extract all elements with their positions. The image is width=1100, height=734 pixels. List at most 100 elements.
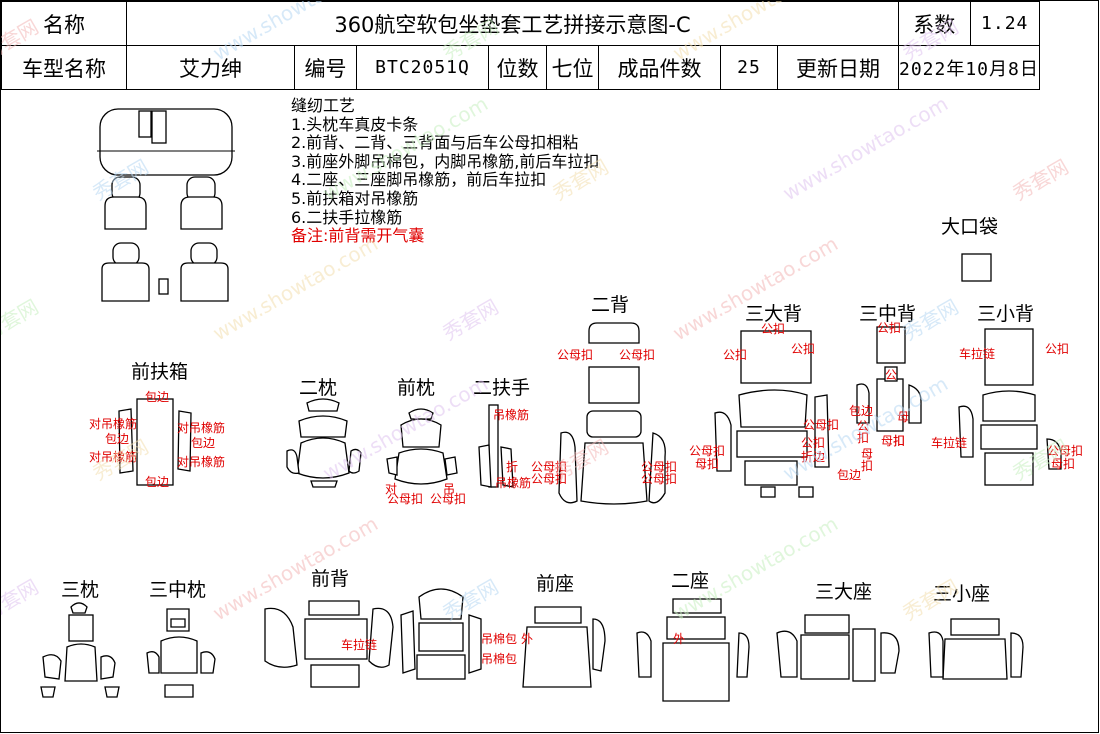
coefficient-label: 系数 (898, 1, 971, 46)
third-big-seat-pattern (776, 614, 900, 682)
ann-diao-xiang-jin: 吊橡筋 (493, 407, 529, 422)
ann-kou: 扣 (861, 459, 873, 473)
ann-kou: 扣 (857, 431, 869, 445)
front-armbox-pattern: 包边 对吊橡筋 包边 对吊橡筋 对吊橡筋 包边 对吊橡筋 包边 (89, 390, 225, 489)
label-big-pocket: 大口袋 (941, 216, 999, 238)
ann-bao-bian: 包边 (105, 432, 129, 446)
ann-kou: 扣 (893, 434, 905, 448)
note-item: 1.头枕车真皮卡条 (291, 114, 419, 134)
ann-che-la-lian: 车拉链 (931, 435, 967, 450)
third-small-seat-pattern (928, 618, 1024, 680)
note-item: 4.二座、三座脚吊橡筋，前后车拉扣 (291, 170, 547, 190)
ann-wai: 外 (673, 632, 685, 646)
ann-mu-kou: 母扣 (1051, 457, 1075, 471)
ann-dui: 对 (385, 482, 397, 496)
ann-che-la-lian: 车拉链 (341, 637, 377, 652)
ann-bao-bian: 包边 (191, 436, 215, 450)
ann-mu-kou: 母扣 (881, 434, 905, 448)
ann-gong-mu-kou: 公母扣 (641, 460, 677, 474)
ann-gong-mu-kou: 公母扣 (1047, 444, 1083, 458)
ann-wai: 外 (521, 632, 533, 646)
third-small-back-pattern: 车拉链 公扣 车拉链 公母扣 母扣 (931, 328, 1083, 486)
pieces-label: 成品件数 (598, 45, 721, 90)
second-seat-pattern: 外 (636, 598, 750, 702)
notes-title: 缝纫工艺 (291, 96, 356, 115)
ann-gong-mu-kou: 公母扣 (689, 444, 725, 458)
second-back-pattern: 公母扣 公母扣 公母扣 公母扣 公母扣 公母扣 (531, 322, 677, 505)
ann-diao: 吊 (443, 482, 455, 496)
ann-gong-mu-kou: 公母扣 (387, 492, 423, 506)
ann-mu: 母 (861, 447, 873, 461)
note-item: 3.前座外脚吊棉包，内脚吊橡筋,前后车拉扣 (291, 151, 600, 171)
ann-gong-mu-kou: 公母扣 (641, 472, 677, 486)
ann-gong: 公 (857, 419, 869, 433)
front-seat-pattern: 吊棉包 外 吊棉包 (400, 588, 606, 688)
car-model-label: 车型名称 (1, 45, 127, 90)
drawing-title: 360航空软包坐垫套工艺拼接示意图-C (126, 1, 899, 46)
ann-dui-diao: 对吊橡筋 (177, 454, 225, 469)
big-pocket-piece (961, 253, 992, 282)
ann-gong-mu-kou: 公母扣 (619, 348, 655, 362)
ann-bao-bian: 包边 (145, 390, 169, 404)
code-label: 编号 (294, 45, 357, 90)
seat-layout-thumbnail (97, 108, 235, 302)
ann-gong-mu-kou: 公母扣 (557, 348, 593, 362)
note-item: 5.前扶箱对吊橡筋 (291, 188, 419, 208)
ann-gong-mu-kou: 公母扣 (531, 460, 567, 474)
ann-dui-diao: 对吊橡筋 (177, 420, 225, 435)
ann-bao-bian: 包边 (145, 475, 169, 489)
third-headrest-pattern (40, 602, 120, 698)
seats-value: 七位 (546, 45, 599, 90)
ann-bao-bian: 包边 (837, 468, 861, 482)
label-second-seat: 二座 (671, 570, 710, 592)
third-mid-headrest-pattern (146, 608, 216, 698)
label-third-big-seat: 三大座 (815, 581, 873, 603)
ann-gong-mu-kou: 公母扣 (531, 472, 567, 486)
second-armrest-pattern: 吊橡筋 折 吊橡筋 (478, 404, 531, 490)
label-third-big-back: 三大背 (745, 303, 803, 325)
pieces-value: 25 (720, 45, 778, 90)
ann-gong-mu-kou: 公母扣 (430, 492, 466, 506)
third-mid-back-pattern: 公扣 包边 公 扣 母扣 母 扣 公 母 扣 (849, 321, 922, 473)
ann-gong-kou: 公扣 (761, 322, 785, 336)
note-item: 6.二扶手拉橡筋 (291, 207, 403, 227)
ann-zhe-bian: 折边 (801, 449, 825, 464)
front-headrest-pattern: 对 吊 公母扣 公母扣 (385, 408, 466, 506)
label-third-mid-headrest: 三中枕 (149, 579, 207, 601)
label-third-headrest: 三枕 (61, 579, 100, 601)
label-third-small-seat: 三小座 (933, 583, 991, 605)
ann-gong-kou: 公扣 (1045, 342, 1069, 356)
ann-mu-kou: 母扣 (695, 457, 719, 471)
title-block: 名称 360航空软包坐垫套工艺拼接示意图-C 系数 1.24 车型名称 艾力绅 … (1, 1, 1040, 90)
sewing-notes: 缝纫工艺 1.头枕车真皮卡条 2.前背、二背、三背面与后车公母扣相粘 3.前座外… (291, 96, 600, 246)
update-date-value: 2022年10月8日 (898, 45, 1040, 90)
note-item: 2.前背、二背、三背面与后车公母扣相粘 (291, 133, 579, 153)
ann-dui-diao: 对吊橡筋 (89, 416, 137, 431)
ann-che-la-lian: 车拉链 (959, 346, 995, 361)
label-second-armrest: 二扶手 (473, 377, 531, 399)
ann-gong: 公 (885, 368, 897, 382)
label-front-seat: 前座 (536, 573, 575, 595)
label-front-back: 前背 (311, 568, 350, 590)
label-second-back: 二背 (591, 294, 630, 316)
ann-dui-diao: 对吊橡筋 (89, 449, 137, 464)
ann-diao-mian-bao: 吊棉包 (481, 632, 517, 646)
front-back-pattern: 车拉链 外 (264, 600, 413, 688)
ann-gong-kou: 公扣 (791, 342, 815, 356)
ann-gong-mu-kou: 公母扣 (803, 418, 839, 432)
label-second-headrest: 二枕 (299, 377, 338, 399)
ann-bao-bian: 包边 (849, 404, 873, 418)
second-headrest-pattern (286, 398, 362, 488)
ann-gong-kou: 公扣 (801, 436, 825, 450)
label-front-headrest: 前枕 (397, 377, 436, 399)
ann-zhe: 折 (506, 459, 518, 474)
seats-label: 位数 (488, 45, 547, 90)
ann-mu: 母 (897, 410, 909, 424)
third-big-back-pattern: 公扣 公扣 公扣 公母扣 母扣 公母扣 公扣 折边 包边 (689, 322, 861, 498)
car-model-value: 艾力绅 (126, 45, 295, 90)
notes-remark: 备注:前背需开气囊 (291, 226, 425, 246)
label-front-armbox: 前扶箱 (131, 361, 189, 383)
name-label: 名称 (1, 1, 127, 46)
update-date-label: 更新日期 (777, 45, 899, 90)
